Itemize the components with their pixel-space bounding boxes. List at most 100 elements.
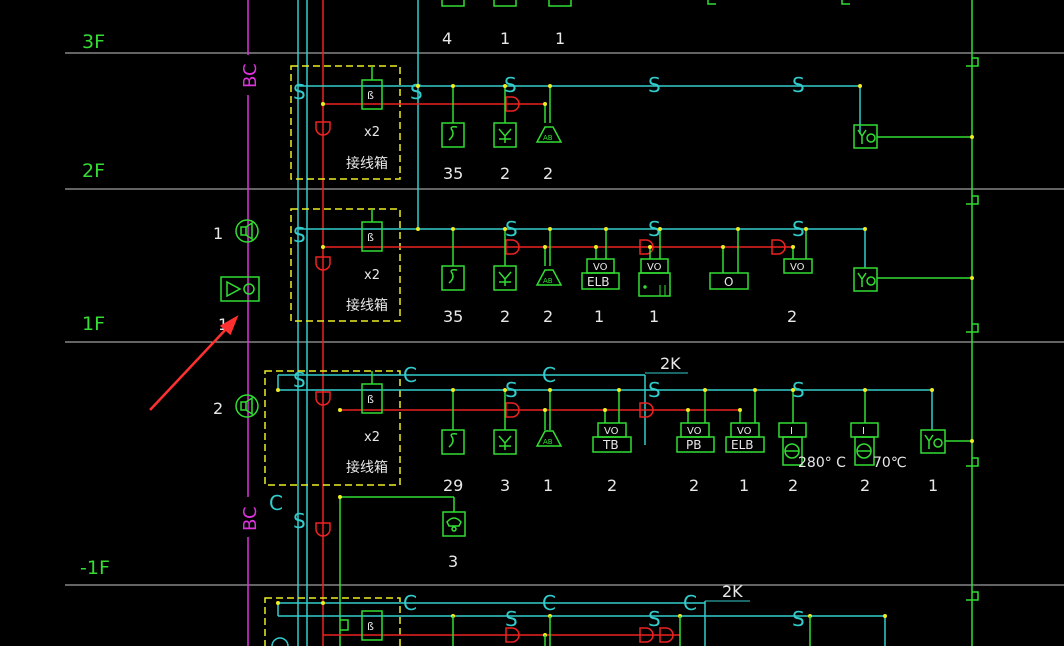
junction-box-2f[interactable] bbox=[290, 65, 401, 180]
damper-2-body[interactable] bbox=[854, 436, 875, 466]
wire-mark-s: S bbox=[505, 607, 518, 631]
box-device-b2[interactable] bbox=[361, 610, 383, 641]
tb-box-b1[interactable] bbox=[592, 436, 632, 453]
bc-riser: BC BC bbox=[240, 0, 261, 646]
count-1f-4: 1 bbox=[594, 307, 604, 326]
socket-1f[interactable] bbox=[441, 265, 465, 291]
riser-count-3: 2 bbox=[213, 399, 223, 418]
wire-mark-c: C bbox=[403, 363, 417, 387]
count-1f-5: 1 bbox=[649, 307, 659, 326]
riser-amplifier-icon[interactable] bbox=[220, 276, 260, 302]
junction-box-b2[interactable] bbox=[264, 597, 401, 646]
row-1f: ß x2 接线箱 S S S S bbox=[290, 208, 974, 326]
box-label-2f: 接线箱 bbox=[346, 155, 388, 172]
count-b1-5: 2 bbox=[689, 476, 699, 495]
floor-labels: 3F 2F 1F -1F bbox=[80, 31, 110, 579]
row-b2-partial: 2K C C C S S S ß bbox=[264, 582, 887, 646]
count-2f-3: 2 bbox=[543, 164, 553, 183]
count-1f-6: 2 bbox=[787, 307, 797, 326]
box-device-b1[interactable] bbox=[361, 383, 383, 414]
annotation-arrow bbox=[149, 315, 239, 411]
floor-label-1f: 1F bbox=[82, 313, 105, 335]
box-device-glyph-b1: ß bbox=[367, 393, 374, 406]
box-device-1f[interactable] bbox=[361, 221, 383, 252]
wire-mark-c: C bbox=[403, 591, 417, 615]
vo-text-2: VO bbox=[647, 262, 662, 273]
svg-text:AB: AB bbox=[543, 438, 553, 446]
light-2f[interactable] bbox=[853, 124, 878, 149]
vo-text-3: VO bbox=[790, 262, 805, 273]
i-text-b1-2: I bbox=[862, 426, 865, 437]
box-device-glyph-b2: ß bbox=[367, 620, 374, 633]
temp-label-70: 70℃ bbox=[873, 455, 907, 471]
wire-mark-s: S bbox=[505, 217, 518, 241]
elb-box-1f[interactable] bbox=[581, 272, 620, 290]
wire-mark-s: S bbox=[293, 368, 306, 392]
riser-speaker-icon-1[interactable] bbox=[235, 219, 259, 243]
wire-mark-s: S bbox=[293, 509, 306, 533]
socket-2f[interactable] bbox=[441, 122, 465, 148]
junction-box-1f[interactable] bbox=[290, 208, 401, 322]
elb-box-b1[interactable] bbox=[725, 436, 765, 453]
count-b1-3: 1 bbox=[543, 476, 553, 495]
device-3f-3[interactable] bbox=[548, 0, 572, 7]
damper-1-body[interactable] bbox=[782, 436, 803, 466]
alarm-2f[interactable] bbox=[535, 126, 563, 143]
wire-mark-s: S bbox=[792, 607, 805, 631]
bc-label-top: BC bbox=[240, 63, 261, 88]
count-1f-2: 2 bbox=[500, 307, 510, 326]
light-b1[interactable] bbox=[920, 429, 946, 454]
wire-mark-s: S bbox=[410, 80, 423, 104]
fan-b1[interactable] bbox=[493, 429, 517, 455]
box-label-b1: 接线箱 bbox=[346, 459, 388, 476]
floor-label-3f: 3F bbox=[82, 31, 105, 53]
socket-b1[interactable] bbox=[441, 429, 465, 455]
wire-mark-s: S bbox=[648, 217, 661, 241]
vo-small-1f[interactable] bbox=[783, 258, 813, 274]
box-multiplier-b1: x2 bbox=[364, 430, 380, 445]
count-3f-2: 1 bbox=[500, 29, 510, 48]
device-3f-2[interactable] bbox=[493, 0, 517, 7]
box-multiplier-1f: x2 bbox=[364, 268, 380, 283]
svg-text:AB: AB bbox=[543, 277, 553, 285]
wire-mark-c: C bbox=[542, 363, 556, 387]
vo-text-b1-2: VO bbox=[687, 426, 702, 437]
alarm-1f[interactable] bbox=[535, 269, 563, 286]
right-trunk bbox=[966, 0, 979, 646]
count-b1-6: 1 bbox=[739, 476, 749, 495]
light-1f[interactable] bbox=[853, 267, 878, 292]
vo-text-b1-3: VO bbox=[737, 426, 752, 437]
riser-speaker-icon-2[interactable] bbox=[235, 394, 259, 418]
count-b1-9: 1 bbox=[928, 476, 938, 495]
meter-box-1f[interactable] bbox=[638, 272, 671, 297]
o-text-1f: O bbox=[724, 275, 733, 289]
wire-mark-s: S bbox=[648, 607, 661, 631]
row-3f-partial: 4 1 1 bbox=[441, 0, 850, 48]
vo-text-b1-1: VO bbox=[604, 426, 619, 437]
telephone-icon[interactable] bbox=[442, 511, 466, 537]
floor-lines bbox=[65, 52, 1064, 586]
device-3f-1[interactable] bbox=[441, 0, 465, 7]
wire-mark-s: S bbox=[648, 73, 661, 97]
wire-mark-s: S bbox=[293, 80, 306, 104]
cable-tag-b1: 2K bbox=[660, 354, 681, 373]
row-2f: ß x2 接线箱 S S S S S AB bbox=[290, 65, 974, 183]
box-multiplier-2f: x2 bbox=[364, 125, 380, 140]
fan-2f[interactable] bbox=[493, 122, 517, 148]
box-device-2f[interactable] bbox=[361, 79, 383, 110]
tb-text: TB bbox=[602, 438, 619, 452]
junction-box-b1[interactable] bbox=[264, 370, 401, 486]
count-b1-7: 2 bbox=[788, 476, 798, 495]
alarm-b1[interactable] bbox=[535, 430, 563, 447]
count-3f-3: 1 bbox=[555, 29, 565, 48]
wire-mark-c: C bbox=[683, 591, 697, 615]
o-box-1f[interactable] bbox=[709, 272, 749, 290]
count-2f-1: 35 bbox=[443, 164, 463, 183]
svg-text:AB: AB bbox=[543, 134, 553, 142]
pb-box-b1[interactable] bbox=[676, 436, 715, 453]
temp-label-280: 280° C bbox=[798, 455, 846, 471]
wire-mark-s: S bbox=[293, 223, 306, 247]
count-b1-2: 3 bbox=[500, 476, 510, 495]
fan-1f[interactable] bbox=[493, 265, 517, 291]
